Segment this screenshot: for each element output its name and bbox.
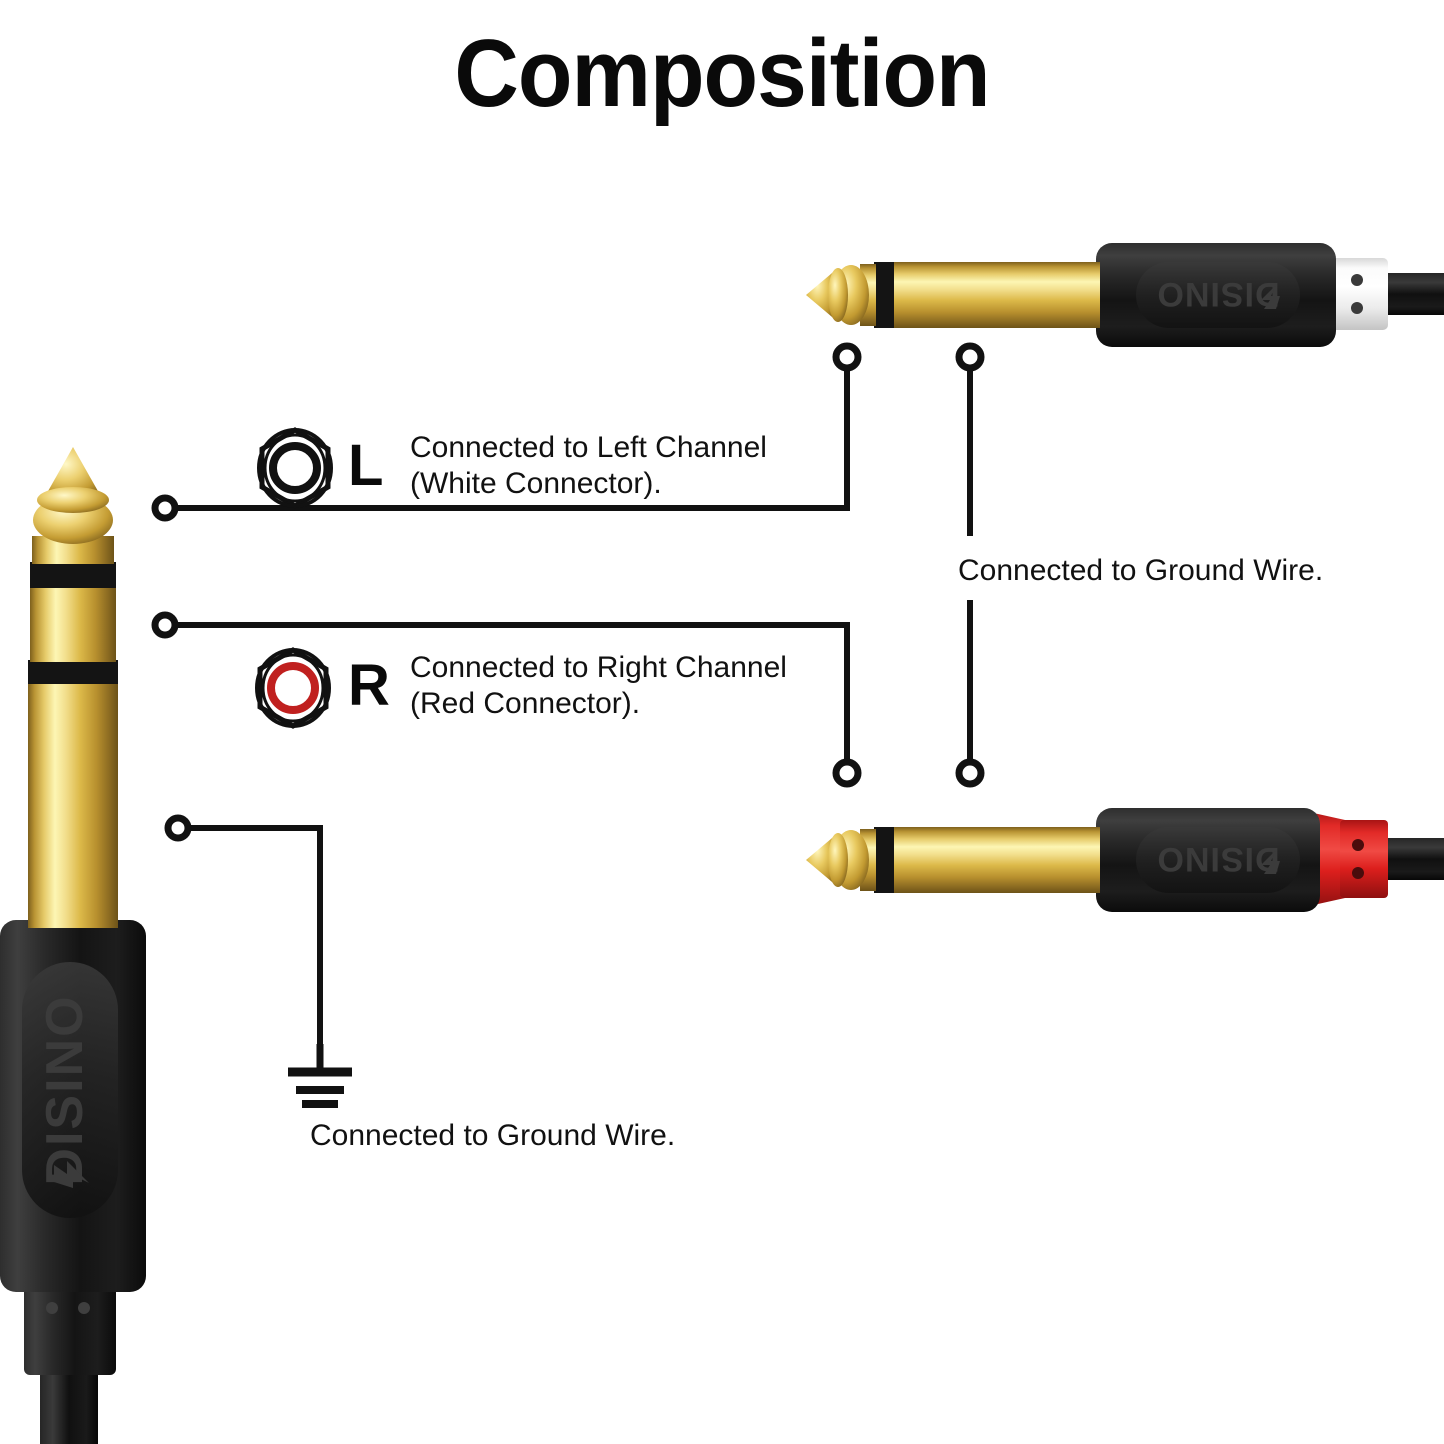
callout-right-channel-text: Connected to Right Channel (Red Connecto… xyxy=(410,650,787,722)
svg-text:DISINO: DISINO xyxy=(1156,840,1279,878)
connector-ts-red: DISINO xyxy=(806,808,1444,912)
callout-right-line2: (Red Connector). xyxy=(410,687,641,720)
terminal-dot-bottom-ground xyxy=(955,758,985,788)
leader-ground-left xyxy=(182,825,323,1044)
terminal-dot-bottom-tip xyxy=(832,758,862,788)
page-title: Composition xyxy=(454,20,990,127)
channel-letter-left: L xyxy=(348,433,384,498)
ground-symbol-icon xyxy=(288,1044,352,1108)
terminal-dot-top-tip xyxy=(832,342,862,372)
leader-left-channel xyxy=(168,365,850,511)
callout-right-line1: Connected to Right Channel xyxy=(410,651,787,684)
leader-lines xyxy=(168,365,973,1044)
leader-terminals xyxy=(151,342,985,842)
terminal-dot-top-ground xyxy=(955,342,985,372)
terminal-dot-ground-left xyxy=(164,814,192,842)
hex-nut-white-icon xyxy=(257,427,333,509)
callout-left-channel-text: Connected to Left Channel (White Connect… xyxy=(410,430,767,502)
connector-ts-white: DISINO xyxy=(806,243,1444,347)
callout-left-line2: (White Connector). xyxy=(410,467,662,500)
hex-nut-red-icon xyxy=(255,647,331,729)
callout-ground-left-text: Connected to Ground Wire. xyxy=(310,1119,676,1152)
connector-trs-main: DISINO xyxy=(0,447,146,1444)
callout-ground-right-text: Connected to Ground Wire. xyxy=(958,554,1324,587)
leader-right-channel xyxy=(168,622,850,765)
terminal-dot-right-channel xyxy=(151,611,179,639)
svg-text:DISINO: DISINO xyxy=(36,994,94,1185)
channel-letter-right: R xyxy=(348,653,390,718)
svg-text:DISINO: DISINO xyxy=(1156,275,1279,313)
callout-left-line1: Connected to Left Channel xyxy=(410,431,767,464)
terminal-dot-left-channel xyxy=(151,494,179,522)
